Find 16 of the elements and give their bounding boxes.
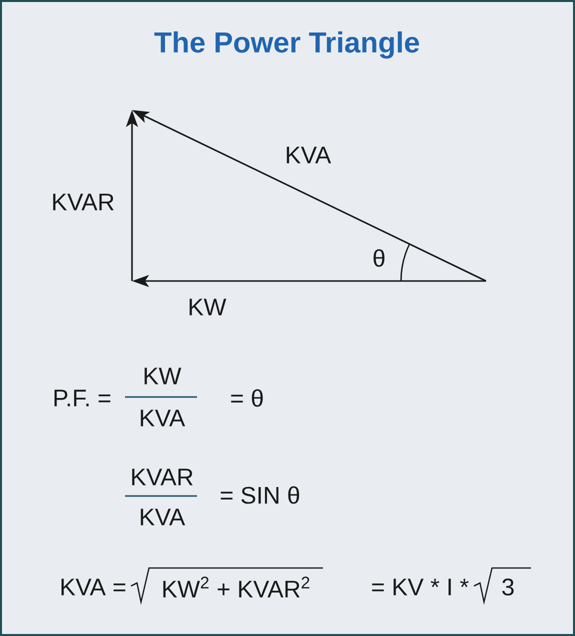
vector-label: KVA <box>286 146 332 164</box>
vector-label: KVAR <box>53 194 114 210</box>
formula-text: KVA <box>140 508 186 526</box>
formula-text: KW <box>144 368 182 384</box>
formula-text: KVA = <box>62 578 126 596</box>
formula-text: KVA <box>140 410 186 426</box>
formula-text: P.F. = <box>54 390 110 406</box>
title: The Power Triangle <box>154 31 419 59</box>
formula-text: KW$^{2}$ + KVAR$^{2}$ <box>163 576 310 598</box>
formula-text: = θ <box>231 389 263 407</box>
formula-text: = KV * I * <box>372 578 469 596</box>
formula-text: KVAR <box>132 468 193 486</box>
vector-label: KW <box>190 298 226 316</box>
angle-label: θ <box>374 249 384 267</box>
formula-text: = SIN θ <box>220 486 300 504</box>
formula-text: 3 <box>502 578 514 596</box>
